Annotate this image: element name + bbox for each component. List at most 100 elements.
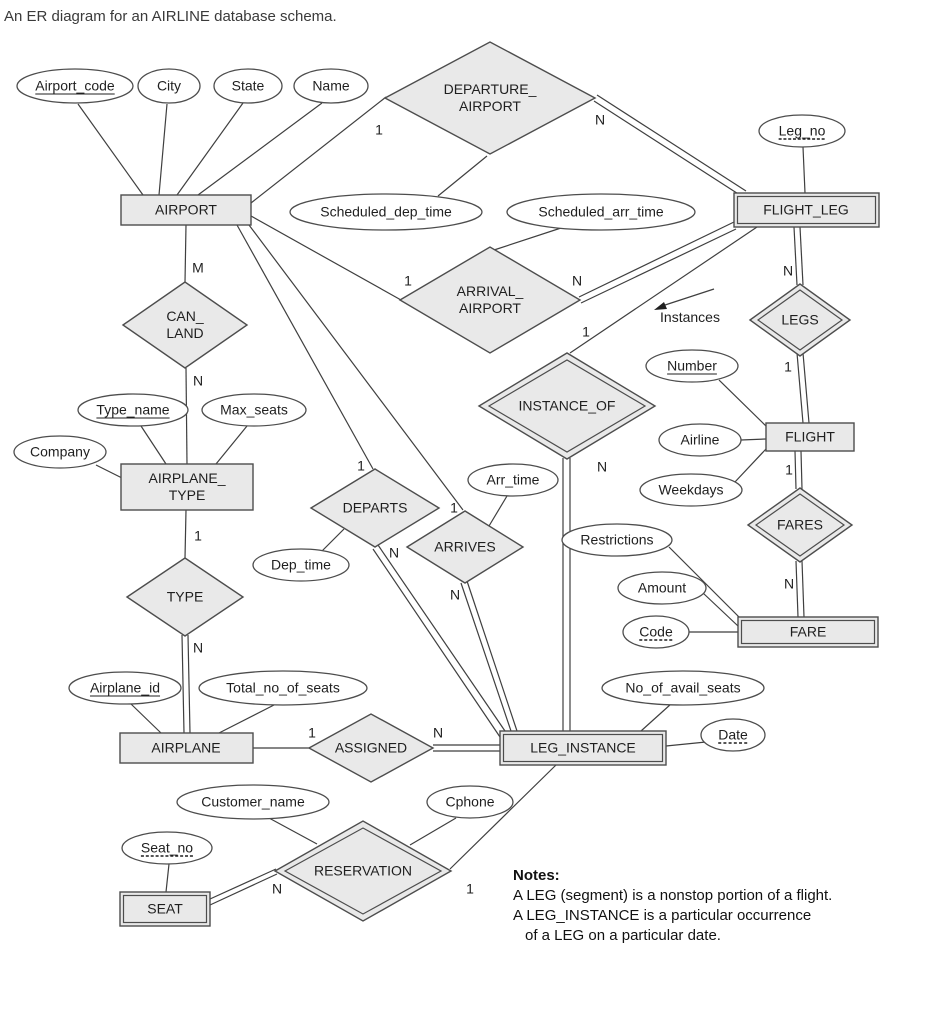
edge-airline-flight xyxy=(740,438,767,441)
flight-leg-entity-label: FLIGHT_LEG xyxy=(763,201,849,218)
type-relationship-label: TYPE xyxy=(166,588,204,605)
cardinality-can-land-n: N xyxy=(192,372,204,389)
number-attribute xyxy=(645,349,739,383)
legs-relationship xyxy=(748,283,852,357)
state-attribute-label: State xyxy=(231,77,265,94)
airport-entity xyxy=(120,194,252,226)
legs-relationship-inner-border xyxy=(756,289,844,351)
edge-airport-city xyxy=(158,103,168,196)
edge-type-airplane-b xyxy=(187,634,191,734)
instances-arrow-head-icon xyxy=(654,302,667,310)
cardinality-arrival-airport-1: 1 xyxy=(404,272,412,289)
edge-type-airplane-a xyxy=(181,634,185,734)
edge-customer-name-reservation xyxy=(268,817,318,845)
total-no-of-seats-attribute-label: Total_no_of_seats xyxy=(226,679,340,696)
departure-airport-relationship-label: DEPARTURE_ AIRPORT xyxy=(443,81,537,114)
leg-instance-entity xyxy=(499,730,667,766)
arrival-airport-relationship-label: ARRIVAL_ AIRPORT xyxy=(456,283,524,316)
restrictions-attribute xyxy=(561,523,673,557)
no-of-avail-seats-attribute xyxy=(601,670,765,706)
instances-annotation-label: Instances xyxy=(660,309,720,325)
instance-of-relationship-inner-border xyxy=(487,359,647,453)
flight-entity xyxy=(765,422,855,452)
airplane-type-entity-label: AIRPLANE_ TYPE xyxy=(148,470,226,503)
edge-cphone-reservation xyxy=(409,817,457,846)
edge-airport-airport-code xyxy=(77,103,144,196)
edge-departure-airport-flight-leg-a xyxy=(593,100,744,198)
leg-instance-entity-label: LEG_INSTANCE xyxy=(530,739,636,756)
date-attribute-label: Date xyxy=(718,726,748,743)
edge-airport-name xyxy=(197,102,323,196)
fares-relationship-label: FARES xyxy=(777,516,823,533)
cardinality-instance-of-1: 1 xyxy=(582,323,590,340)
max-seats-attribute-label: Max_seats xyxy=(220,401,288,418)
cardinality-legs-1: 1 xyxy=(784,358,792,375)
can-land-relationship xyxy=(121,281,249,369)
cardinality-instance-of-n: N xyxy=(596,458,608,475)
city-attribute xyxy=(137,68,201,104)
seat-no-attribute-label: Seat_no xyxy=(140,839,194,856)
cardinality-arrives-n: N xyxy=(449,586,461,603)
diagram-title: An ER diagram for an AIRLINE database sc… xyxy=(4,8,337,25)
seat-entity-inner-border xyxy=(122,894,208,924)
type-name-attribute-label: Type_name xyxy=(96,401,170,418)
edge-departure-airport-flight-leg-b xyxy=(596,94,747,192)
arrives-relationship xyxy=(405,510,525,584)
cardinality-can-land-m: M xyxy=(192,259,204,276)
restrictions-attribute-label: Restrictions xyxy=(580,531,654,548)
edge-arrival-airport-flight-leg-a xyxy=(580,228,737,304)
cphone-attribute-label: Cphone xyxy=(445,793,495,810)
edge-flight-fares-a xyxy=(794,450,797,490)
cardinality-reservation-n: N xyxy=(271,880,283,897)
notes-heading: Notes: xyxy=(513,867,560,884)
code-attribute-label: Code xyxy=(639,623,673,640)
edge-fares-fare-a xyxy=(795,560,799,618)
code-attribute xyxy=(622,615,690,649)
flight-leg-entity-inner-border xyxy=(736,195,877,225)
edge-airport-can-land xyxy=(184,224,187,283)
airplane-id-attribute-label: Airplane_id xyxy=(89,679,161,696)
fare-entity-inner-border xyxy=(740,619,876,645)
edge-reservation-seat-b xyxy=(209,873,278,906)
edge-fares-fare-b xyxy=(801,560,805,618)
edge-amount-fare xyxy=(702,592,739,627)
edge-legs-flight-a xyxy=(796,352,804,424)
name-attribute-label: Name xyxy=(312,77,350,94)
edge-leg-no-flight-leg xyxy=(802,146,806,194)
type-relationship xyxy=(125,557,245,637)
arrives-relationship-label: ARRIVES xyxy=(434,538,496,555)
state-attribute xyxy=(213,68,283,104)
notes-line-2: A LEG_INSTANCE is a particular occurrenc… xyxy=(513,907,812,924)
arr-time-attribute xyxy=(467,463,559,497)
company-attribute xyxy=(13,435,107,469)
scheduled-dep-time-attribute-label: Scheduled_dep_time xyxy=(320,203,452,220)
cardinality-arrival-airport-n: N xyxy=(571,272,583,289)
departs-relationship-label: DEPARTS xyxy=(342,499,408,516)
leg-instance-entity-inner-border xyxy=(502,733,664,763)
amount-attribute xyxy=(617,571,707,605)
edge-company-airplane-type xyxy=(95,464,123,479)
reservation-relationship-inner-border xyxy=(283,827,443,915)
edge-flight-leg-legs-a xyxy=(793,226,798,286)
dep-time-attribute-label: Dep_time xyxy=(271,556,331,573)
relationship-shapes xyxy=(121,41,854,922)
leg-no-attribute xyxy=(758,114,846,148)
reservation-relationship-label: RESERVATION xyxy=(313,862,413,879)
edge-flight-fares-b xyxy=(800,450,803,490)
edge-legs-flight-b xyxy=(802,352,810,424)
edge-restrictions-fare xyxy=(668,546,742,620)
total-no-of-seats-attribute xyxy=(198,670,368,706)
edge-flight-leg-legs-b xyxy=(799,226,804,286)
airplane-type-entity xyxy=(120,463,254,511)
flight-leg-entity xyxy=(733,192,880,228)
company-attribute-label: Company xyxy=(30,443,90,460)
max-seats-attribute xyxy=(201,393,307,427)
edge-dep-time-departs xyxy=(321,528,345,552)
fare-entity-label: FARE xyxy=(789,623,827,640)
edge-can-land-airplane-type xyxy=(185,367,188,465)
city-attribute-label: City xyxy=(156,77,182,94)
edge-arrives-leg-instance-a xyxy=(460,582,512,732)
edge-departs-leg-instance-b xyxy=(377,544,506,732)
edge-arrival-airport-flight-leg-b xyxy=(578,221,735,298)
